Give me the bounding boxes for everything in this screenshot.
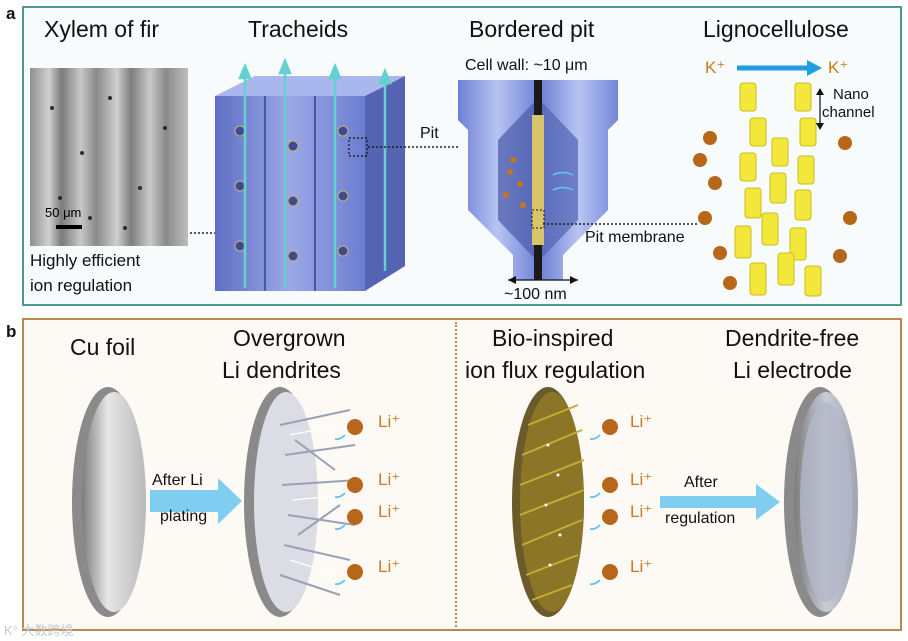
- li-ion-label-5: Li⁺: [630, 412, 653, 431]
- dendrite-free-title-2: Li electrode: [733, 357, 852, 383]
- li-ion-label-4: Li⁺: [378, 557, 401, 576]
- li-ion-label-8: Li⁺: [630, 557, 653, 576]
- overgrown-title-1: Overgrown: [233, 325, 346, 351]
- pit-width-label: ~100 nm: [504, 286, 567, 303]
- panel-b-divider: [455, 322, 457, 627]
- lignocellulose-illustration: [693, 82, 857, 297]
- cell-wall-label: Cell wall: ~10 μm: [465, 57, 588, 74]
- dendrite-free-title-1: Dendrite-free: [725, 325, 860, 351]
- bordered-pit-illustration: [458, 80, 618, 280]
- panel-b: [22, 318, 902, 631]
- pit-link-line: [368, 146, 460, 148]
- xylem-title: Xylem of fir: [44, 16, 160, 42]
- watermark: K° 大数跨境: [4, 623, 74, 638]
- li-ion-spheres-left: [335, 419, 363, 586]
- dendrite-free-disc: [784, 387, 858, 617]
- xylem-caption-2: ion regulation: [30, 276, 133, 295]
- bordered-pit-title: Bordered pit: [469, 16, 595, 42]
- scale-bar-label: 50 μm: [45, 205, 82, 220]
- li-ion-label-1: Li⁺: [378, 412, 401, 431]
- pit-membrane-label: Pit membrane: [585, 229, 685, 246]
- dendrite-disc: [244, 387, 359, 617]
- plating-arrow: [150, 478, 242, 524]
- wood-coated-disc: [512, 387, 585, 617]
- cu-foil-disc: [72, 387, 146, 617]
- ion-flow-arrow: [737, 60, 822, 76]
- overgrown-title-2: Li dendrites: [222, 357, 341, 383]
- tracheids-title: Tracheids: [248, 16, 349, 42]
- li-ion-label-7: Li⁺: [630, 502, 653, 521]
- panel-a-label: a: [6, 4, 16, 23]
- xylem-caption-1: Highly efficient: [30, 251, 141, 270]
- pit-label: Pit: [420, 125, 439, 142]
- panel-b-label: b: [6, 322, 17, 341]
- ion-left-label: K⁺: [705, 58, 726, 77]
- pit-membrane-link: [543, 223, 698, 225]
- li-ion-label-6: Li⁺: [630, 470, 653, 489]
- plating-arrow-label-2: plating: [160, 508, 208, 525]
- li-ion-label-3: Li⁺: [378, 502, 401, 521]
- plating-arrow-label-1: After Li: [152, 472, 203, 489]
- li-ion-spheres-right: [590, 419, 618, 586]
- regulation-arrow-label-1: After: [684, 474, 718, 491]
- nano-label-2: channel: [822, 104, 875, 121]
- bio-title-1: Bio-inspired: [492, 325, 614, 351]
- pit-width-arrows: [508, 276, 578, 284]
- lignocellulose-title: Lignocellulose: [703, 16, 849, 42]
- regulation-arrow: [660, 484, 780, 520]
- li-ion-label-2: Li⁺: [378, 470, 401, 489]
- xylem-sem-image: [30, 68, 188, 246]
- tracheids-illustration: [215, 57, 405, 291]
- bio-title-2: ion flux regulation: [465, 357, 646, 383]
- cu-foil-title: Cu foil: [70, 334, 136, 360]
- ion-right-label: K⁺: [828, 58, 849, 77]
- nano-label-1: Nano: [833, 86, 869, 103]
- regulation-arrow-label-2: regulation: [665, 510, 736, 527]
